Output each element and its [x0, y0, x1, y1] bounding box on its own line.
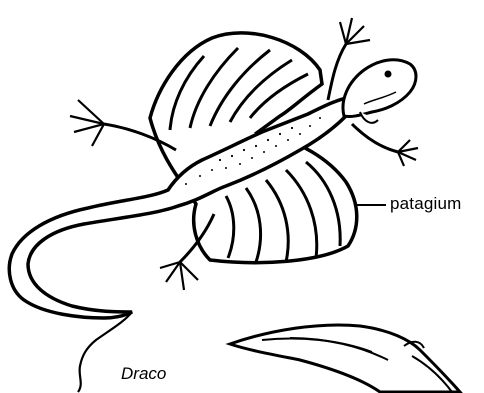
eye — [385, 71, 391, 77]
front-right-foot — [340, 18, 370, 44]
front-left-foot — [398, 140, 418, 166]
lizard-head — [343, 60, 416, 123]
secondary-wing-fragment — [230, 325, 460, 392]
patagium-label: patagium — [390, 194, 462, 214]
hind-right-foot — [160, 262, 198, 290]
hind-left-foot — [70, 100, 104, 146]
species-label: Draco — [121, 364, 166, 384]
